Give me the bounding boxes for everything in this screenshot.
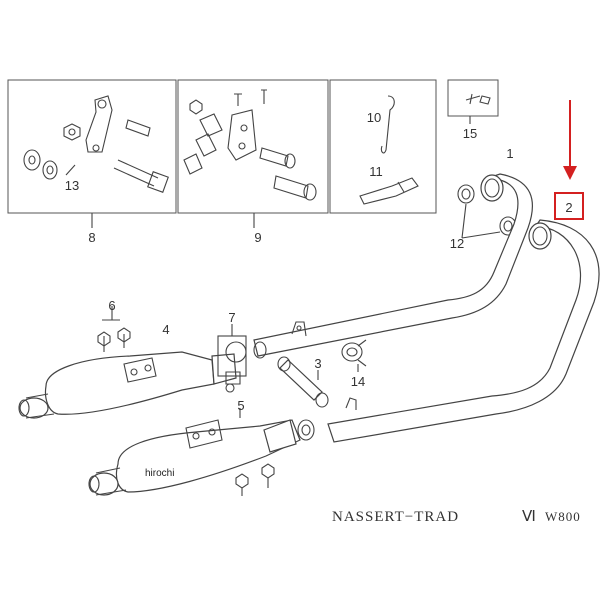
group-box-8 <box>7 79 177 214</box>
red-arrow-down-icon <box>563 166 577 180</box>
part-number-4: 4 <box>162 322 169 337</box>
header-pipe-2 <box>327 219 600 443</box>
group-box-15 <box>447 79 499 117</box>
part-number-11: 11 <box>369 164 383 179</box>
muffler-4 <box>18 351 237 419</box>
part-number-5: 5 <box>237 398 244 413</box>
diagram-title: NASSERT−TRAD <box>332 509 459 525</box>
part-number-9: 9 <box>254 230 261 245</box>
part-number-13: 13 <box>65 178 79 193</box>
connector-3 <box>253 341 329 408</box>
part-number-8: 8 <box>88 230 95 245</box>
part-number-1: 1 <box>506 146 513 161</box>
part-number-12: 12 <box>450 236 464 251</box>
part-number-6: 6 <box>108 298 115 313</box>
header-pipe-1 <box>253 173 534 357</box>
part-number-15: 15 <box>463 126 477 141</box>
group-box-10-11 <box>329 79 437 214</box>
group-box-9 <box>177 79 329 214</box>
gasket-group-12 <box>457 184 517 239</box>
model-name: W800 <box>545 509 581 524</box>
part-number-7: 7 <box>228 310 235 325</box>
watermark: hirochi <box>145 468 174 479</box>
part-number-10: 10 <box>367 110 381 125</box>
clamp-14 <box>341 339 367 372</box>
highlight-callout: 2 <box>554 100 584 220</box>
highlight-box <box>554 192 584 220</box>
clamp-7 <box>217 324 247 393</box>
part-number-2: 2 <box>565 200 572 215</box>
part-number-14: 14 <box>351 374 365 389</box>
part-number-3: 3 <box>314 356 321 371</box>
diagram-title-suffix: Ⅵ <box>522 509 537 525</box>
bolts-6 <box>97 306 131 352</box>
muffler-5 <box>88 408 315 496</box>
